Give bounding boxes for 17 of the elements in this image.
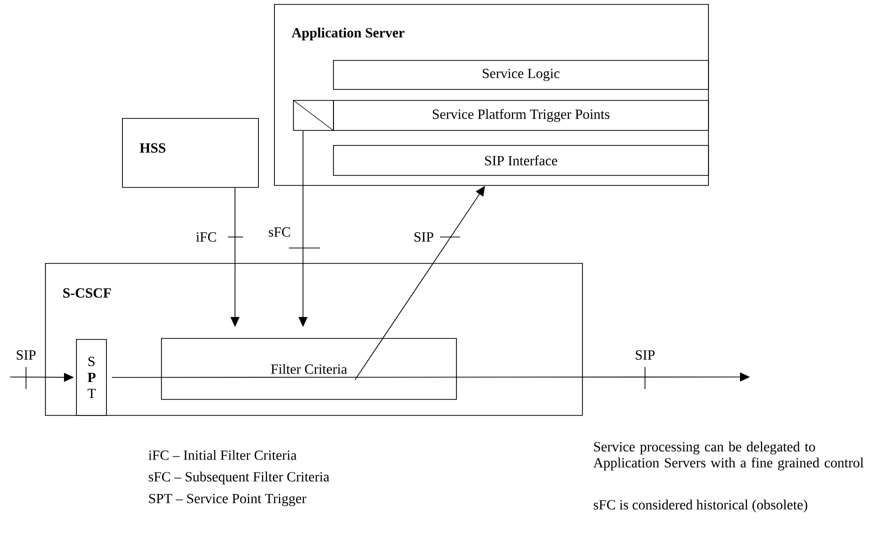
edge-label: SIP [636,350,655,390]
function-box: SIP Interface [333,145,709,176]
note-text: Service processing can be delegated to Application Servers with a fine grained control [593,442,864,470]
function-box: Service Logic [333,60,709,90]
trigger-box [292,100,334,132]
edge-label: iFC [196,232,244,242]
function-box: Service Platform Trigger Points [333,100,709,131]
note-text: sFC – Subsequent Filter Criteria [148,472,330,484]
edge-label: SIP [414,232,460,242]
note-text: iFC – Initial Filter Criteria [148,450,297,460]
component-box: HSS [122,118,259,188]
edge-label: sFC [268,227,320,248]
note-text: SPT – Service Point Trigger [149,494,306,506]
function-box: Filter Criteria [161,338,457,400]
trigger-box: S P T [76,339,107,416]
note-text: sFC is considered historical (obsolete) [594,500,808,512]
edge-label: SIP [16,350,36,390]
